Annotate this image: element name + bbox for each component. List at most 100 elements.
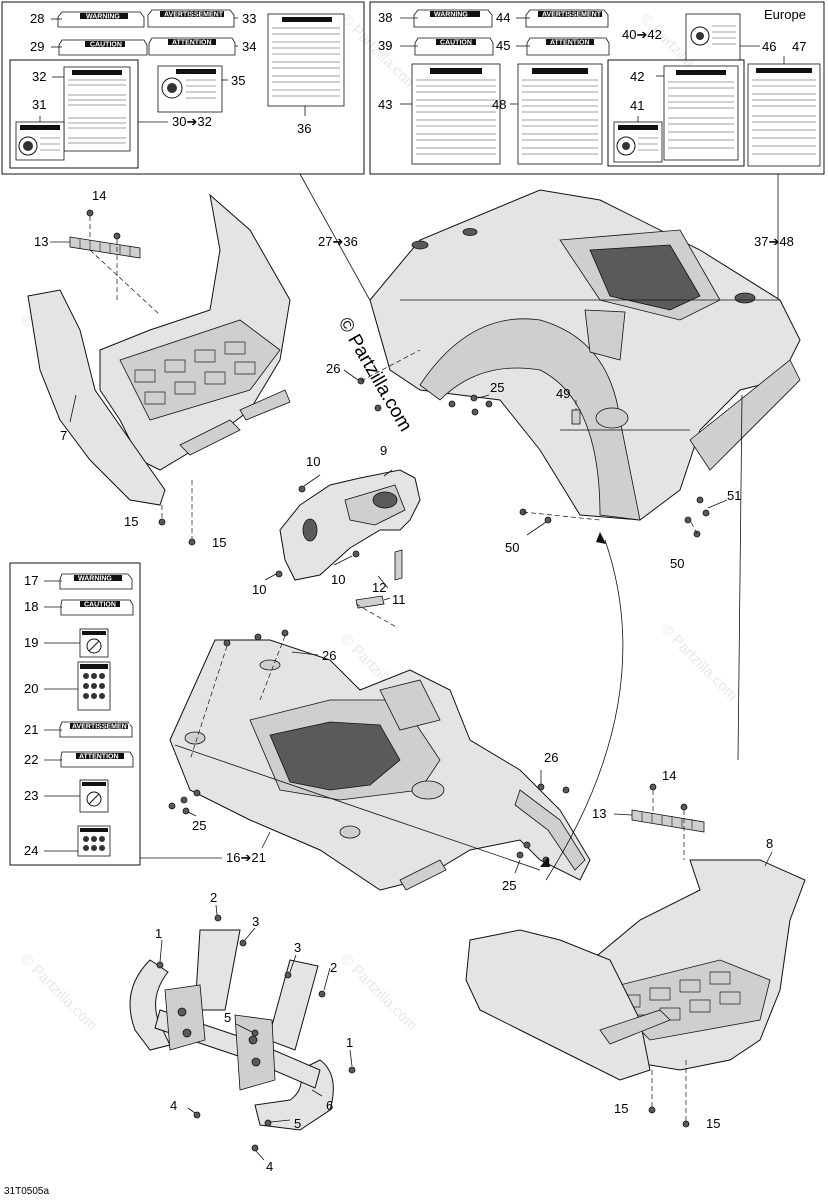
- rear-bumper-6: [129, 929, 334, 1131]
- decal-38: WARNING: [413, 9, 493, 28]
- decal-35: [157, 65, 223, 113]
- callout: 47: [792, 39, 806, 54]
- callout: 27➔36: [318, 234, 358, 249]
- callout: 11: [392, 592, 406, 607]
- callout: 43: [378, 97, 392, 112]
- callout: 44: [496, 10, 510, 25]
- callout: 12: [372, 580, 386, 595]
- fasteners-50-51: [519, 496, 728, 538]
- callout: 22: [24, 752, 38, 767]
- callout: 15: [124, 514, 138, 529]
- svg-text:CAUTION: CAUTION: [90, 42, 122, 49]
- callout: 3: [252, 914, 259, 929]
- callout: 2: [210, 890, 217, 905]
- callout: 20: [24, 681, 38, 696]
- decal-43: [411, 63, 501, 165]
- callout: 7: [60, 428, 67, 443]
- fasteners-rear-fender: [168, 629, 570, 874]
- callout: 2: [330, 960, 337, 975]
- svg-text:AVERTISSEMENT: AVERTISSEMENT: [164, 12, 224, 19]
- svg-text:WARNING: WARNING: [78, 576, 112, 583]
- decal-32: [63, 66, 131, 152]
- callout: 4: [266, 1159, 273, 1174]
- callout: 51: [727, 488, 741, 503]
- callout: 33: [242, 11, 256, 26]
- callout: 25: [192, 818, 206, 833]
- svg-text:CAUTION: CAUTION: [84, 602, 116, 609]
- callout: 10: [331, 572, 345, 587]
- callout: 1: [346, 1035, 353, 1050]
- watermark: © Partzilla.com: [657, 621, 740, 704]
- step-plate-13-right: [613, 783, 705, 860]
- callout: 17: [24, 573, 38, 588]
- decal-17: WARNING: [59, 573, 133, 590]
- callout: 10: [306, 454, 320, 469]
- callout: 6: [326, 1098, 333, 1113]
- callout: 14: [662, 768, 676, 783]
- svg-text:CAUTION: CAUTION: [440, 40, 472, 47]
- front-fender: [369, 189, 801, 521]
- callout: 24: [24, 843, 38, 858]
- decal-34: ATTENTION: [148, 37, 236, 56]
- watermark: © Partzilla.com: [17, 951, 100, 1034]
- callout: 5: [224, 1010, 231, 1025]
- fasteners-25-top: [448, 394, 493, 416]
- callout: 38: [378, 10, 392, 25]
- svg-text:AVERTISSEMENT: AVERTISSEMENT: [72, 724, 132, 731]
- callout: 41: [630, 98, 644, 113]
- callout: 16➔21: [226, 850, 266, 865]
- callout: 45: [496, 38, 510, 53]
- callout: 15: [614, 1101, 628, 1116]
- callout: 21: [24, 722, 38, 737]
- callout: 23: [24, 788, 38, 803]
- callout: 26: [322, 648, 336, 663]
- decal-29: CAUTION: [58, 39, 148, 56]
- callout: 13: [592, 806, 606, 821]
- decal-31: [15, 121, 65, 161]
- watermark: © Partzilla.com: [337, 951, 420, 1034]
- part-49: [571, 400, 581, 425]
- callout: 14: [92, 188, 106, 203]
- decal-45: ATTENTION: [526, 37, 610, 56]
- callout: 26: [544, 750, 558, 765]
- decal-22: ATTENTION: [60, 751, 134, 768]
- decal-18: CAUTION: [60, 599, 134, 616]
- left-footrest-assembly: [27, 193, 291, 506]
- callout: 30➔32: [172, 114, 212, 129]
- callout: 40➔42: [622, 27, 662, 42]
- callout: 46: [762, 39, 776, 54]
- callout: 49: [556, 386, 570, 401]
- callout: 5: [294, 1116, 301, 1131]
- fasteners-26-top: [343, 349, 421, 412]
- callout: 28: [30, 11, 44, 26]
- decal-39: CAUTION: [414, 37, 494, 56]
- decal-42: [663, 65, 739, 161]
- figure-code: 31T0505a: [4, 1186, 49, 1197]
- svg-text:WARNING: WARNING: [86, 14, 120, 21]
- decal-box-middle: WARNING CAUTION AVERTISSEMENT ATTENTION: [9, 562, 222, 866]
- callout: 26: [326, 361, 340, 376]
- callout: 10: [252, 582, 266, 597]
- decal-33: AVERTISSEMENT: [147, 9, 235, 28]
- callout: 19: [24, 635, 38, 650]
- decal-28: WARNING: [57, 11, 145, 28]
- callout: 29: [30, 39, 44, 54]
- step-plate-13-left: [69, 209, 161, 316]
- callout: 1: [155, 926, 162, 941]
- callout: 3: [294, 940, 301, 955]
- svg-text:ATTENTION: ATTENTION: [172, 40, 212, 47]
- decal-36: [267, 13, 345, 107]
- decal-48: [517, 63, 603, 165]
- decal-47: [747, 63, 821, 167]
- decal-24: [77, 825, 111, 857]
- callout: 42: [630, 69, 644, 84]
- callout: 15: [706, 1116, 720, 1131]
- callout: 35: [231, 73, 245, 88]
- callout: 8: [766, 836, 773, 851]
- region-label: Europe: [764, 7, 806, 22]
- callout: 13: [34, 234, 48, 249]
- svg-text:AVERTISSEMENT: AVERTISSEMENT: [542, 12, 602, 19]
- callout: 15: [212, 535, 226, 550]
- callout: 36: [297, 121, 311, 136]
